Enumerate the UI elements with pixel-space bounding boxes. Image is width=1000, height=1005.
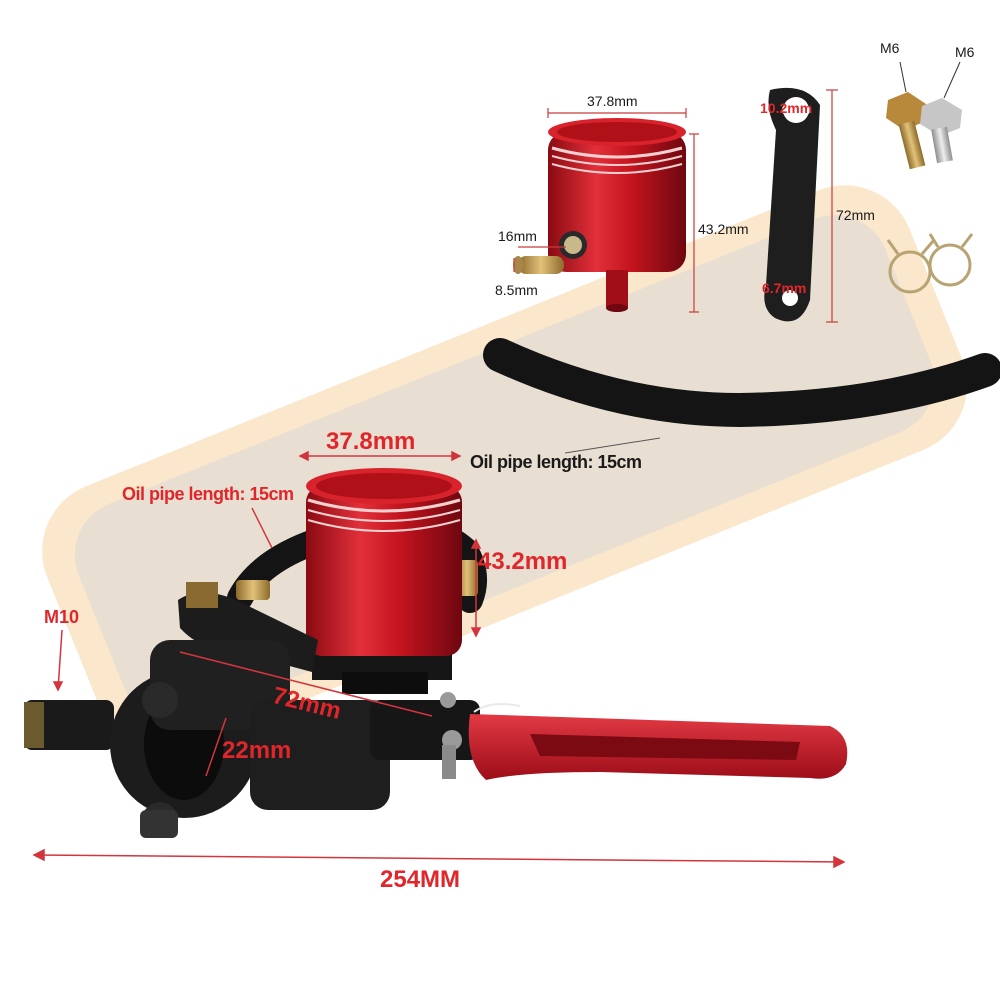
thread-label: M10 (44, 607, 80, 627)
inset-bracket-hole-bottom-label: 6.7mm (762, 280, 807, 296)
watermark-logo (42, 185, 968, 751)
bolt-steel-icon (920, 98, 962, 164)
inset-outlet-diameter-label: 8.5mm (495, 282, 538, 298)
main-reservoir-height-label: 43.2mm (478, 548, 568, 575)
red-lever (468, 703, 848, 780)
main-reservoir (306, 468, 462, 694)
inset-hose-length-label: Oil pipe length: 15cm (470, 452, 642, 472)
bore-label: 22mm (222, 737, 292, 764)
master-cylinder-body (24, 640, 390, 838)
inset-bracket-hole-top-label: 10.2mm (760, 100, 813, 116)
inset-hose (483, 338, 1000, 428)
hose-clamp-icon (886, 233, 974, 294)
inset-reservoir-height-label: 43.2mm (698, 221, 749, 237)
main-hose-length-label: Oil pipe length: 15cm (122, 484, 294, 504)
inset-bracket-dims (826, 89, 838, 323)
overall-length-label: 254MM (380, 866, 461, 893)
inset-bracket (764, 87, 820, 322)
bolt-right-label: M6 (955, 44, 975, 60)
lever-pivot (370, 692, 480, 779)
bolt-brass-icon (886, 92, 926, 170)
inset-reservoir-width-label: 37.8mm (587, 93, 638, 109)
inset-reservoir (513, 118, 686, 312)
inset-dim-lines (513, 108, 699, 313)
main-reservoir-width-label: 37.8mm (326, 428, 416, 455)
bolt-left-label: M6 (880, 40, 900, 56)
inset-outlet-length-label: 16mm (498, 228, 537, 244)
inset-bracket-length-label: 72mm (836, 207, 875, 223)
main-dim-lines (32, 450, 846, 869)
